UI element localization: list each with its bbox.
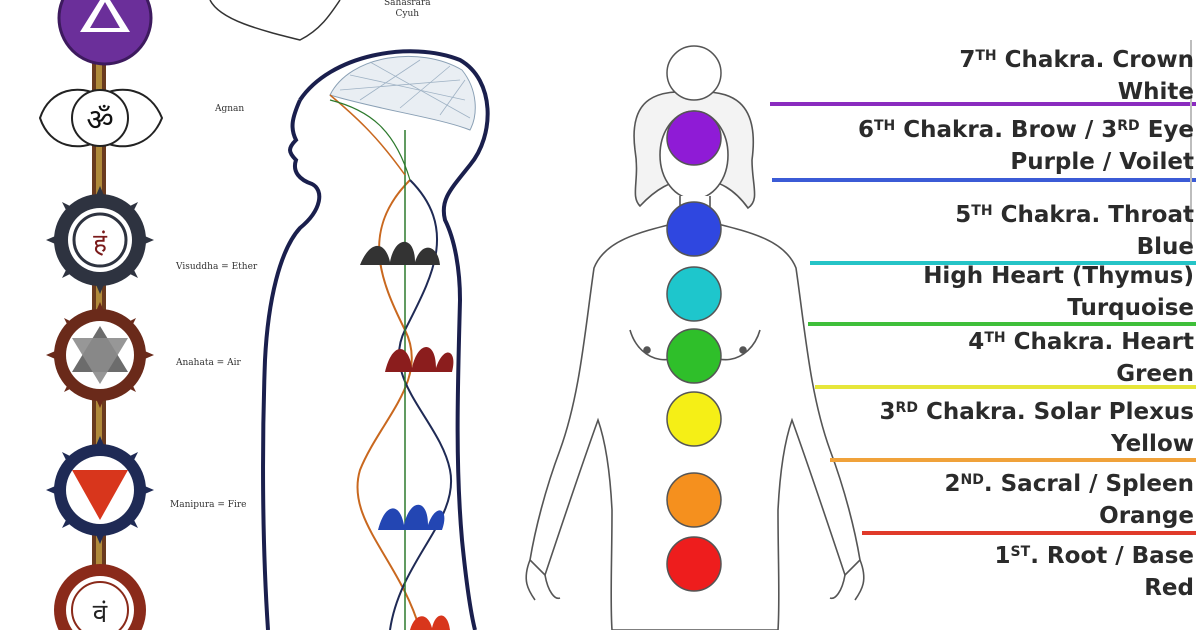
ordinal-number: 4 [968, 329, 985, 355]
title-text: Chakra. Brow / 3 [895, 117, 1118, 143]
chakra-row-4: High Heart (Thymus) Turquoise [923, 260, 1194, 324]
upper-sketch-line [209, 0, 341, 41]
chakra-title: 7TH Chakra. Crown [959, 40, 1194, 76]
chakra-color-name: Turquoise [1067, 295, 1194, 321]
ajna-chakra-symbol: ॐ [38, 88, 164, 148]
chakra-title: 1ST. Root / Base [995, 536, 1194, 572]
chakra-dot-6 [666, 391, 722, 447]
ordinal-suffix: ST [1010, 544, 1031, 560]
ordinal-number: 5 [955, 202, 972, 228]
svadhisthana-chakra-symbol: वं [54, 564, 146, 630]
title-text: High Heart (Thymus) [923, 263, 1194, 289]
ordinal-suffix: TH [975, 48, 997, 64]
chakra-color-name: Purple / Voilet [1010, 149, 1194, 175]
sahasrara-label: Sahasrara Cyuh [384, 0, 431, 19]
chakra-dot-5 [666, 328, 722, 384]
ordinal-suffix: TH [971, 203, 993, 219]
chakra-rules [770, 102, 1196, 535]
manipura-label: Manipura = Fire [170, 500, 247, 510]
chakra-color-name: Red [1144, 575, 1194, 601]
chakra-color-name: Blue [1136, 234, 1194, 260]
vishuddha-label: Visuddha = Ether [176, 262, 258, 272]
chakra-dot-2 [666, 110, 722, 166]
chakra-title: 5TH Chakra. Throat [955, 195, 1194, 231]
lotus-navel [378, 504, 445, 530]
ordinal-number: 6 [857, 117, 874, 143]
chakra-color-name: Yellow [1111, 431, 1194, 457]
chakra-dots [666, 45, 722, 592]
chakra-dot-3 [666, 201, 722, 257]
title-text: Chakra. Throat [992, 202, 1194, 228]
ordinal-suffix: RD [895, 400, 918, 416]
chakra-dot-1 [666, 45, 722, 101]
ajna-label: Agnan [215, 104, 245, 114]
ordinal-suffix: TH [984, 330, 1006, 346]
anahata-label: Anahata = Air [176, 358, 241, 368]
crown-chakra-symbol [57, 0, 153, 66]
title-text: Chakra. Crown [996, 47, 1194, 73]
chakra-title: 3RD Chakra. Solar Plexus [880, 392, 1194, 428]
manipura-chakra-symbol [46, 436, 154, 544]
chakra-title: 4TH Chakra. Heart [968, 322, 1194, 358]
title-text: . Sacral / Spleen [983, 471, 1194, 497]
title-tail: Eye [1139, 117, 1194, 143]
chakra-color-name: Green [1116, 361, 1194, 387]
ordinal-suffix: ND [960, 472, 984, 488]
right-edge-border [1190, 40, 1192, 250]
title-text: . Root / Base [1030, 543, 1194, 569]
chakra-dot-7 [666, 472, 722, 528]
ordinal-number: 7 [959, 47, 976, 73]
chakra-color-name: Orange [1099, 503, 1194, 529]
ordinal-number: 2 [944, 471, 961, 497]
chakra-title: High Heart (Thymus) [923, 260, 1194, 292]
chakra-dot-8 [666, 536, 722, 592]
ordinal-suffix: TH [873, 118, 896, 134]
title-text: Chakra. Heart [1005, 329, 1194, 355]
vam-glyph: वं [93, 599, 108, 629]
chakra-color-name: White [1117, 79, 1194, 105]
ordinal-number: 3 [879, 399, 896, 425]
chakra-title: 6TH Chakra. Brow / 3RD Eye [858, 110, 1194, 146]
ham-glyph: हं [93, 229, 108, 259]
lotus-throat [360, 241, 440, 265]
title-text: Chakra. Solar Plexus [917, 399, 1194, 425]
lotus-heart [385, 347, 454, 372]
vishuddha-chakra-symbol: हं [46, 186, 154, 294]
chakra-title: 2ND. Sacral / Spleen [945, 464, 1194, 500]
lotus-sacral [410, 615, 450, 630]
chakra-dot-4 [666, 266, 722, 322]
chakra-symbol-column: ॐ हं [38, 0, 164, 630]
ordinal-number: 1 [994, 543, 1011, 569]
profile-body-figure [209, 0, 490, 630]
om-glyph: ॐ [86, 103, 113, 138]
anahata-chakra-symbol [46, 302, 154, 408]
title-suffix: RD [1117, 118, 1140, 134]
